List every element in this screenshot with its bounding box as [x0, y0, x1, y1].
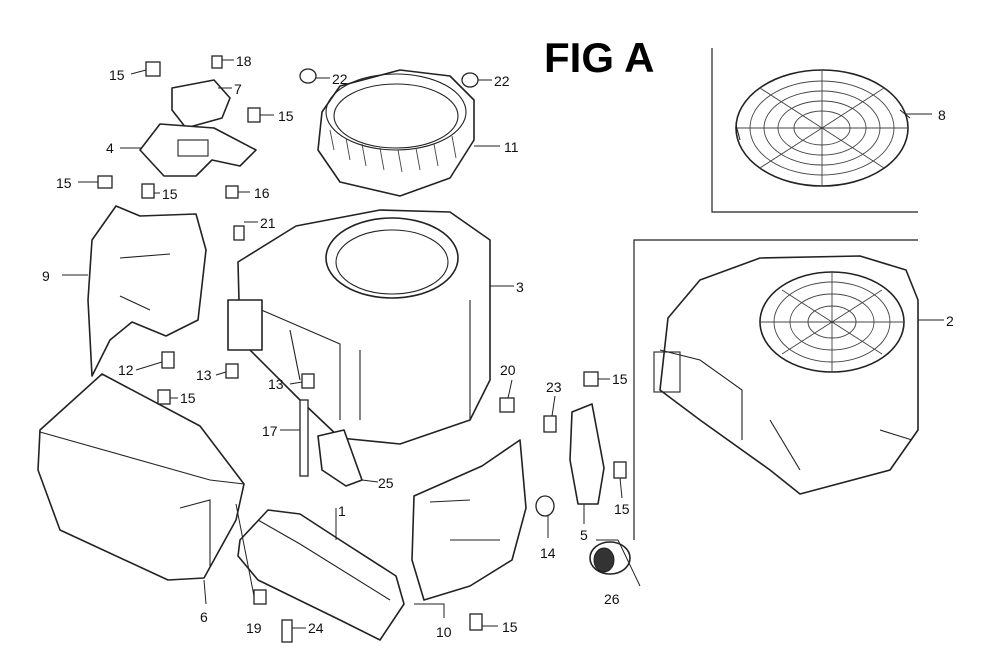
- inset-frame-fan-cover: [711, 48, 918, 213]
- part-label-9: 9: [42, 268, 50, 284]
- gasket-plate: [317, 429, 363, 487]
- part-label-13a: 13: [196, 367, 212, 383]
- part-label-23: 23: [546, 379, 562, 395]
- part-label-22a: 22: [332, 71, 348, 87]
- part-label-7: 7: [234, 81, 242, 97]
- part-label-24: 24: [308, 620, 324, 636]
- part-label-15f: 15: [612, 371, 628, 387]
- shroud-assembly: [653, 255, 919, 495]
- part-label-6: 6: [200, 609, 208, 625]
- part-label-19: 19: [246, 620, 262, 636]
- part-label-3: 3: [516, 279, 524, 295]
- part-label-8: 8: [938, 107, 946, 123]
- part-label-15a: 15: [109, 67, 125, 83]
- part-label-12: 12: [118, 362, 134, 378]
- fan-cover-screen: [735, 69, 911, 187]
- part-label-22b: 22: [494, 73, 510, 89]
- part-label-26: 26: [604, 591, 620, 607]
- part-label-1: 1: [338, 503, 346, 519]
- part-label-13b: 13: [268, 376, 284, 392]
- part-label-21: 21: [260, 215, 276, 231]
- part-label-20: 20: [500, 362, 516, 378]
- part-label-11: 11: [504, 139, 519, 155]
- small-bracket: [569, 403, 605, 505]
- blower-housing: [227, 209, 491, 445]
- side-shield: [87, 205, 207, 377]
- part-label-15e: 15: [180, 390, 196, 406]
- part-label-15b: 15: [278, 108, 294, 124]
- side-cover: [37, 373, 245, 581]
- figure-title: FIG A: [544, 34, 654, 81]
- part-label-2: 2: [946, 313, 954, 329]
- hardware-bolts: [97, 55, 627, 643]
- part-label-14: 14: [540, 545, 556, 561]
- part-number-labels: 1 2 3 4 5 6 7 8 9 10 11 12 13 13 14 15 1…: [42, 53, 954, 640]
- part-label-16: 16: [254, 185, 270, 201]
- air-guide-ring: [317, 69, 475, 197]
- baffle-plate: [411, 439, 527, 601]
- part-label-17: 17: [262, 423, 278, 439]
- part-label-5: 5: [580, 527, 588, 543]
- cover-plate: [171, 79, 231, 129]
- part-label-10: 10: [436, 624, 452, 640]
- part-label-15d: 15: [162, 186, 178, 202]
- leader-lines: [62, 59, 944, 629]
- part-label-4: 4: [106, 140, 114, 156]
- part-label-15c: 15: [56, 175, 72, 191]
- control-bracket: [139, 123, 257, 177]
- rubber-grommet: [589, 541, 631, 575]
- nut: [535, 495, 555, 517]
- part-label-15g: 15: [614, 501, 630, 517]
- part-label-25: 25: [378, 475, 394, 491]
- part-label-18: 18: [236, 53, 252, 69]
- part-label-15h: 15: [502, 619, 518, 635]
- inset-frame-assembled-shroud: [633, 239, 918, 540]
- bottom-baffle: [237, 509, 405, 641]
